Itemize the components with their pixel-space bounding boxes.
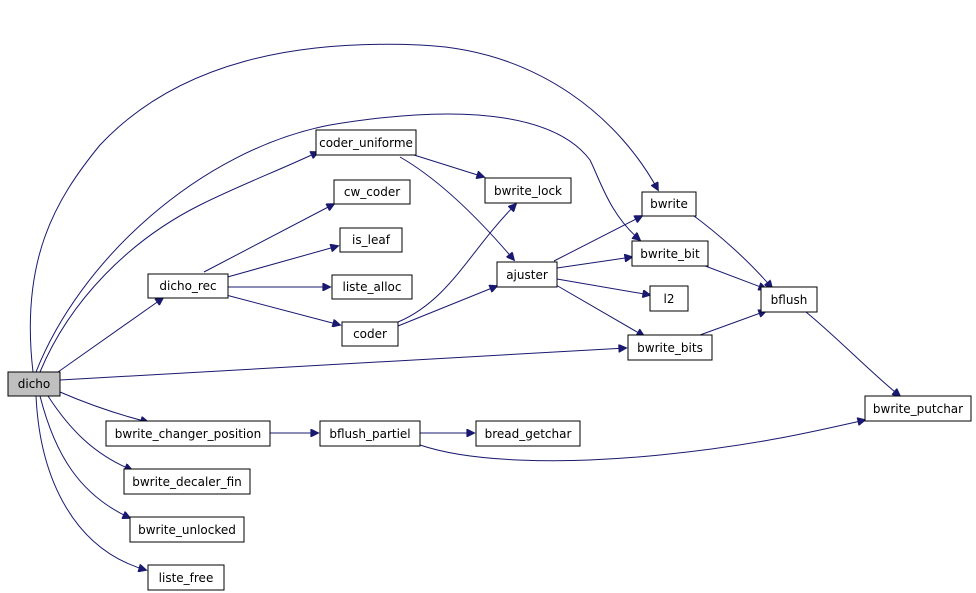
edge-dicho-coder_uniforme [39, 152, 318, 373]
edge-dicho_rec-coder [225, 294, 340, 325]
edge-dicho-bwrite_decaler_fin [47, 395, 132, 470]
node-label: cw_coder [344, 185, 400, 199]
node-bwrite_putchar[interactable]: bwrite_putchar [864, 395, 972, 422]
node-bwrite_changer_position[interactable]: bwrite_changer_position [105, 420, 271, 447]
nodes: dicho coder_uniforme cw_coder is_leaf li… [7, 129, 972, 591]
node-coder_uniforme[interactable]: coder_uniforme [315, 129, 417, 156]
node-cw_coder[interactable]: cw_coder [333, 179, 411, 205]
edge-ajuster-l2 [556, 278, 650, 295]
node-dicho_rec[interactable]: dicho_rec [147, 273, 229, 299]
node-label: l2 [664, 292, 675, 306]
edge-bwrite_bits-bflush [699, 311, 766, 336]
edge-coder_uniforme-ajuster [399, 156, 514, 260]
node-bflush_partiel[interactable]: bflush_partiel [319, 420, 421, 447]
node-label: is_leaf [352, 233, 391, 247]
node-label: coder [353, 327, 387, 341]
edge-bwrite-bflush [689, 212, 772, 288]
node-label: bflush_partiel [329, 427, 410, 441]
edge-coder_uniforme-bwrite_lock [413, 154, 484, 177]
node-bwrite[interactable]: bwrite [641, 191, 697, 217]
node-bwrite_decaler_fin[interactable]: bwrite_decaler_fin [123, 468, 251, 495]
node-label: dicho [18, 377, 51, 391]
edge-dicho-bwrite_bits [59, 348, 626, 381]
node-label: dicho_rec [159, 279, 216, 293]
node-label: bwrite_changer_position [115, 427, 261, 441]
edge-dicho_rec-cw_coder [203, 204, 334, 273]
node-label: bwrite_decaler_fin [132, 475, 242, 489]
edge-coder-bwrite_lock [397, 204, 516, 323]
node-label: bwrite_putchar [873, 402, 963, 416]
edge-dicho-bwrite_bit [35, 113, 640, 373]
node-label: bread_getchar [485, 427, 572, 441]
node-label: bflush [771, 293, 808, 307]
edge-dicho-dicho_rec [57, 298, 163, 373]
edge-ajuster-bwrite_bit [556, 257, 632, 269]
node-bwrite_bits[interactable]: bwrite_bits [627, 334, 713, 361]
node-label: bwrite_unlocked [138, 523, 236, 537]
edge-dicho-liste_free [35, 395, 146, 570]
node-is_leaf[interactable]: is_leaf [339, 227, 403, 253]
node-liste_free[interactable]: liste_free [147, 564, 225, 591]
node-bwrite_lock[interactable]: bwrite_lock [484, 177, 572, 204]
edge-dicho-bwrite_changer_position [59, 391, 148, 422]
node-dicho[interactable]: dicho [7, 371, 61, 397]
node-label: liste_alloc [343, 280, 402, 294]
node-label: bwrite_bits [637, 341, 703, 355]
node-bwrite_bit[interactable]: bwrite_bit [631, 240, 709, 267]
edge-bflush-bwrite_putchar [805, 311, 900, 396]
node-bflush[interactable]: bflush [760, 286, 818, 313]
node-label: bwrite_bit [640, 247, 700, 261]
node-label: coder_uniforme [319, 136, 413, 150]
edge-bwrite_bit-bflush [699, 263, 766, 289]
edge-dicho_rec-is_leaf [223, 246, 338, 279]
node-label: bwrite_lock [494, 184, 562, 198]
node-bread_getchar[interactable]: bread_getchar [475, 420, 581, 447]
node-l2[interactable]: l2 [649, 285, 689, 312]
node-bwrite_unlocked[interactable]: bwrite_unlocked [129, 516, 245, 543]
edge-ajuster-bwrite [553, 216, 642, 262]
node-coder[interactable]: coder [341, 321, 399, 347]
node-label: bwrite [650, 197, 688, 211]
node-label: ajuster [506, 268, 548, 282]
node-ajuster[interactable]: ajuster [496, 261, 558, 288]
node-label: liste_free [159, 571, 214, 585]
edge-dicho-bwrite [29, 43, 658, 373]
edge-coder-ajuster [397, 286, 497, 327]
edge-ajuster-bwrite_bits [555, 284, 644, 336]
node-liste_alloc[interactable]: liste_alloc [331, 274, 413, 300]
edges [29, 43, 900, 570]
edge-bflush_partiel-bwrite_putchar [419, 420, 865, 462]
edge-dicho-bwrite_unlocked [39, 395, 130, 518]
